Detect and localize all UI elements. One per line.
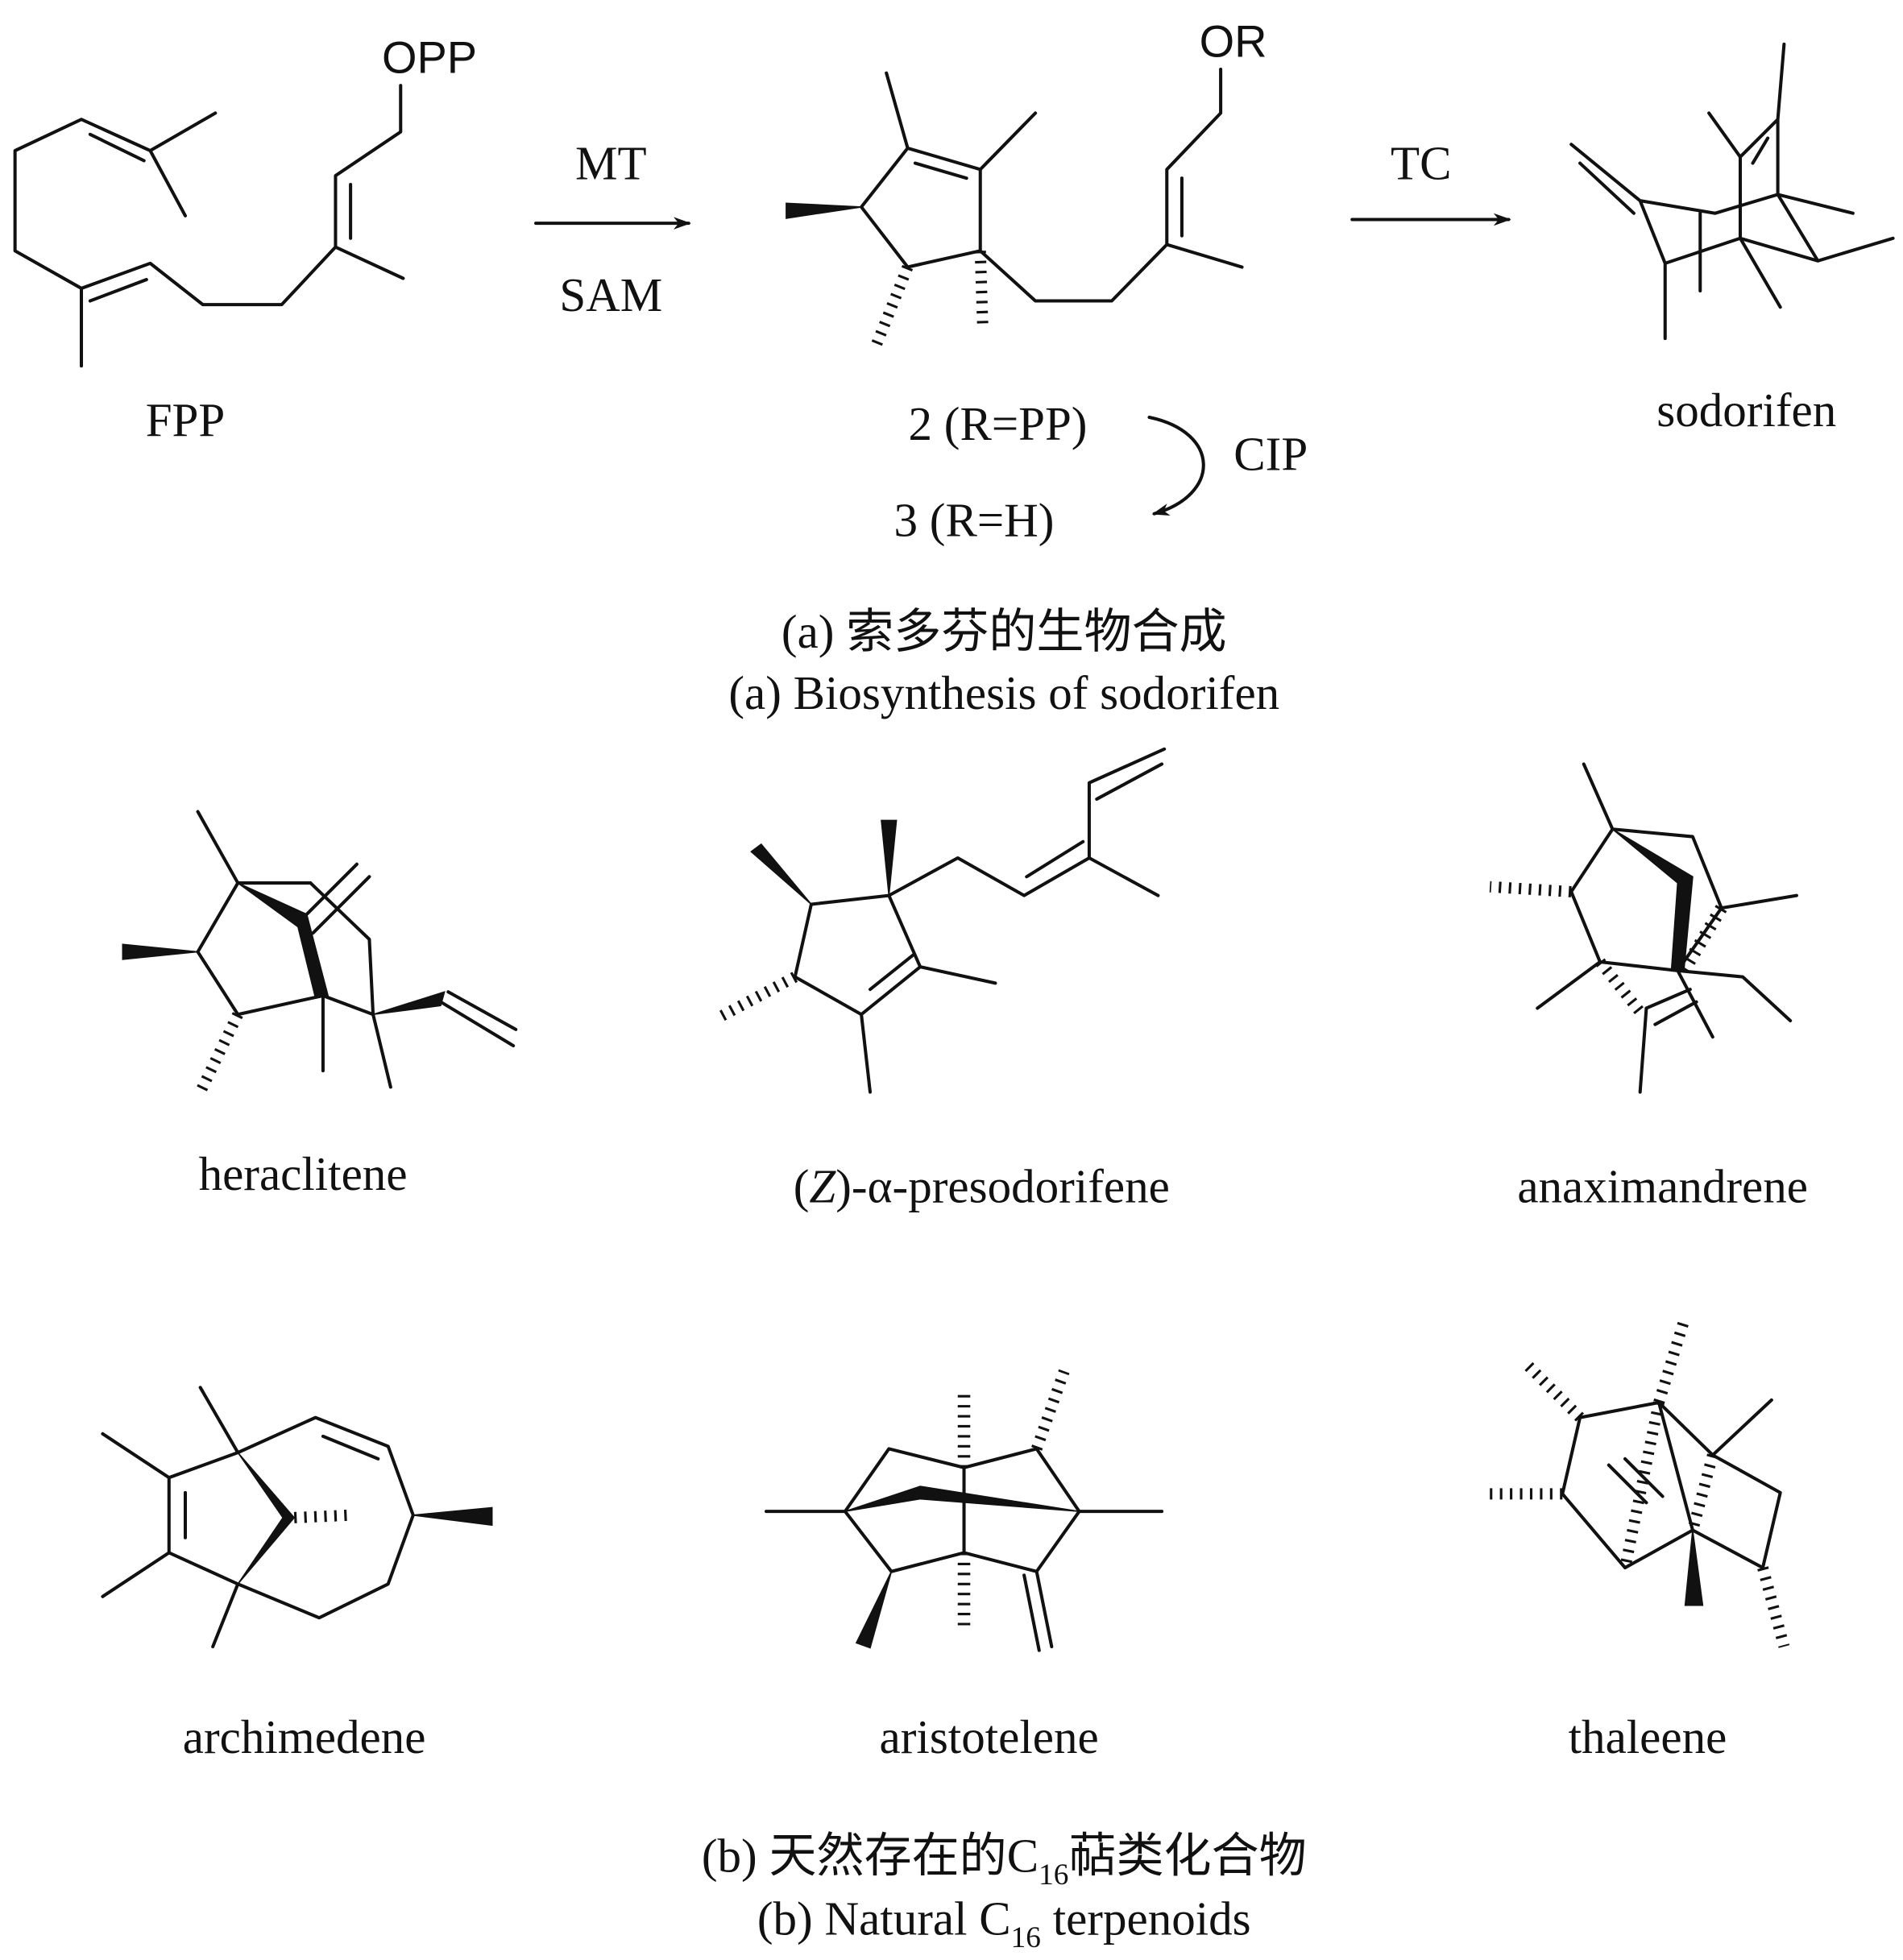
arrow-label-tc: TC — [1391, 137, 1451, 190]
compound-label-presodorifene: (Z)-α-presodorifene — [794, 1159, 1170, 1212]
archimedene-structure — [101, 1386, 493, 1648]
compound-label-thaleene: thaleene — [1569, 1710, 1727, 1763]
aristotelene-structure — [764, 1369, 1164, 1652]
compound-2-label: 2 (R=PP) — [909, 397, 1088, 450]
thaleene-structure — [1483, 1319, 1790, 1648]
compound-label-anaximandrene: anaximandrene — [1517, 1159, 1808, 1212]
fpp-structure: OPP — [13, 32, 477, 368]
intermediate-or-group: OR — [1200, 15, 1267, 66]
intermediate-structure: OR — [786, 15, 1267, 347]
cip-label: CIP — [1233, 427, 1308, 480]
caption-a-cn: (a) 索多芬的生物合成 — [782, 605, 1227, 658]
anaximandrene-structure — [1489, 762, 1798, 1094]
presodorifene-structure — [717, 747, 1167, 1094]
compound-label-heraclitene: heraclitene — [199, 1147, 408, 1200]
compound-label-archimedene: archimedene — [183, 1710, 426, 1763]
caption-a-en: (a) Biosynthesis of sodorifen — [728, 666, 1279, 719]
fpp-opp-group: OPP — [382, 32, 477, 83]
sodorifen-label: sodorifen — [1656, 383, 1836, 437]
arrow-label-sam: SAM — [559, 268, 662, 321]
fpp-label: FPP — [146, 393, 226, 446]
caption-b-en: (b) Natural C16 terpenoids — [757, 1892, 1251, 1954]
compound-label-aristotelene: aristotelene — [880, 1710, 1099, 1763]
compound-3-label: 3 (R=H) — [894, 494, 1055, 547]
cip-curved-arrow — [1147, 415, 1205, 516]
sodorifen-structure — [1569, 42, 1895, 341]
caption-b-cn: (b) 天然存在的C16萜类化合物 — [702, 1829, 1307, 1892]
heraclitene-structure — [122, 810, 518, 1095]
arrow-label-mt: MT — [575, 137, 647, 190]
